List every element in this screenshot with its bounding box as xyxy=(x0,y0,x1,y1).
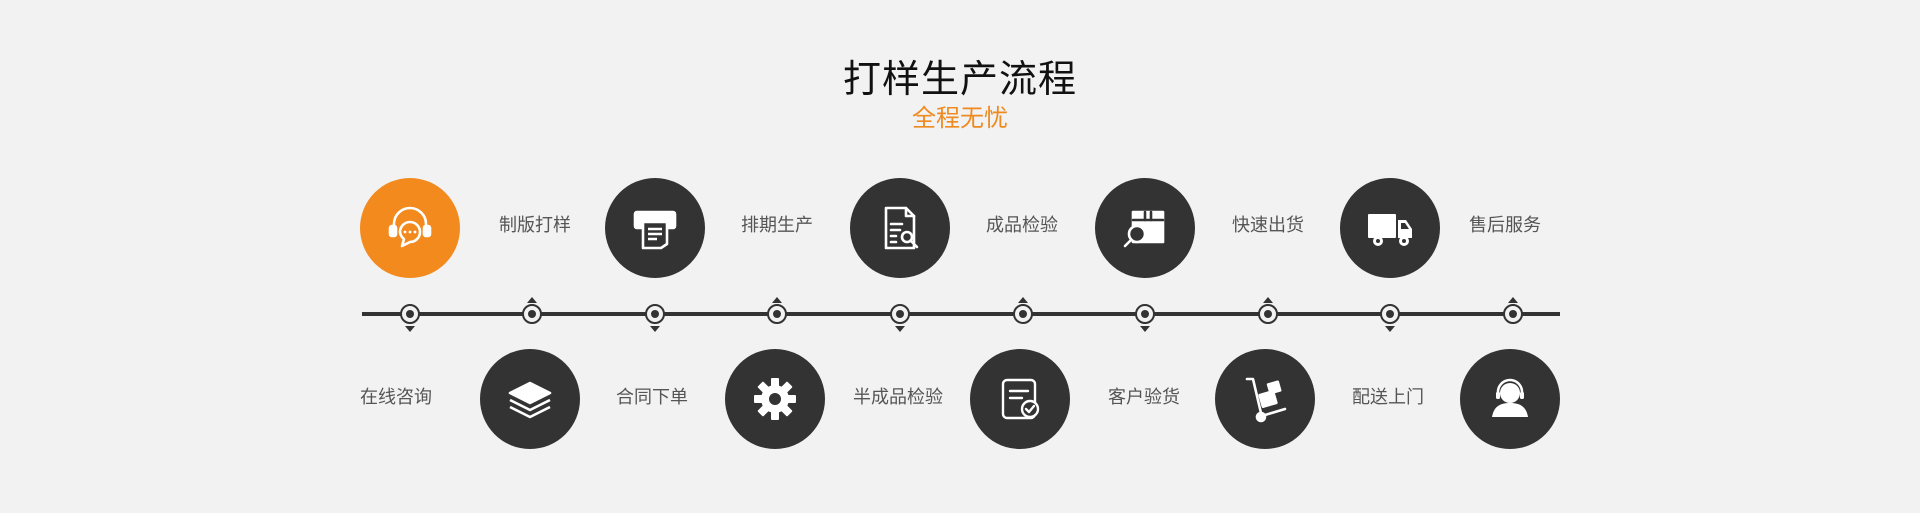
timeline-arrow-down xyxy=(405,326,415,332)
headset-chat-icon xyxy=(388,206,432,248)
step-door-delivery[interactable] xyxy=(1340,178,1440,278)
page-subtitle: 全程无忧 xyxy=(912,104,1008,132)
timeline-arrow-up xyxy=(1263,297,1273,303)
document-search-icon xyxy=(884,206,919,250)
timeline-dot xyxy=(1135,304,1155,324)
step-fast-shipping[interactable] xyxy=(1215,349,1315,449)
timeline-dot xyxy=(400,304,420,324)
step-final-inspection[interactable] xyxy=(970,349,1070,449)
timeline-dot xyxy=(767,304,787,324)
step-online-consult[interactable] xyxy=(360,178,460,278)
step-customer-check[interactable] xyxy=(1095,178,1195,278)
customer-service-icon xyxy=(1492,378,1528,417)
timeline-arrow-down xyxy=(1385,326,1395,332)
step-label: 制版打样 xyxy=(499,215,571,236)
step-label: 配送上门 xyxy=(1352,387,1424,408)
delivery-truck-icon xyxy=(1368,214,1412,246)
gear-icon xyxy=(754,378,796,420)
layers-icon xyxy=(508,381,552,419)
timeline-dot xyxy=(890,304,910,324)
timeline-dot xyxy=(1013,304,1033,324)
step-contract-order[interactable] xyxy=(605,178,705,278)
timeline-dot xyxy=(645,304,665,324)
step-semi-inspection[interactable] xyxy=(850,178,950,278)
box-search-icon xyxy=(1123,210,1165,248)
step-schedule-production[interactable] xyxy=(725,349,825,449)
timeline-arrow-up xyxy=(1018,297,1028,303)
step-label: 售后服务 xyxy=(1469,215,1541,236)
timeline-dot xyxy=(1503,304,1523,324)
timeline-arrow-up xyxy=(527,297,537,303)
page-title: 打样生产流程 xyxy=(842,57,1077,101)
timeline-arrow-down xyxy=(650,326,660,332)
timeline-arrow-down xyxy=(1140,326,1150,332)
timeline-arrow-down xyxy=(895,326,905,332)
step-label: 在线咨询 xyxy=(360,387,432,408)
step-after-sales[interactable] xyxy=(1460,349,1560,449)
hand-truck-icon xyxy=(1245,377,1287,423)
checklist-icon xyxy=(1001,378,1040,420)
step-label: 成品检验 xyxy=(986,215,1058,236)
timeline-dot xyxy=(1380,304,1400,324)
step-label: 快速出货 xyxy=(1232,215,1304,236)
step-label: 客户验货 xyxy=(1108,387,1180,408)
timeline-arrow-up xyxy=(772,297,782,303)
timeline-dot xyxy=(1258,304,1278,324)
timeline-line xyxy=(362,312,1560,316)
step-label: 合同下单 xyxy=(616,387,688,408)
step-label: 排期生产 xyxy=(741,215,813,236)
step-plate-sample[interactable] xyxy=(480,349,580,449)
printer-icon xyxy=(633,210,677,250)
step-label: 半成品检验 xyxy=(853,387,943,408)
timeline-dot xyxy=(522,304,542,324)
timeline-arrow-up xyxy=(1508,297,1518,303)
